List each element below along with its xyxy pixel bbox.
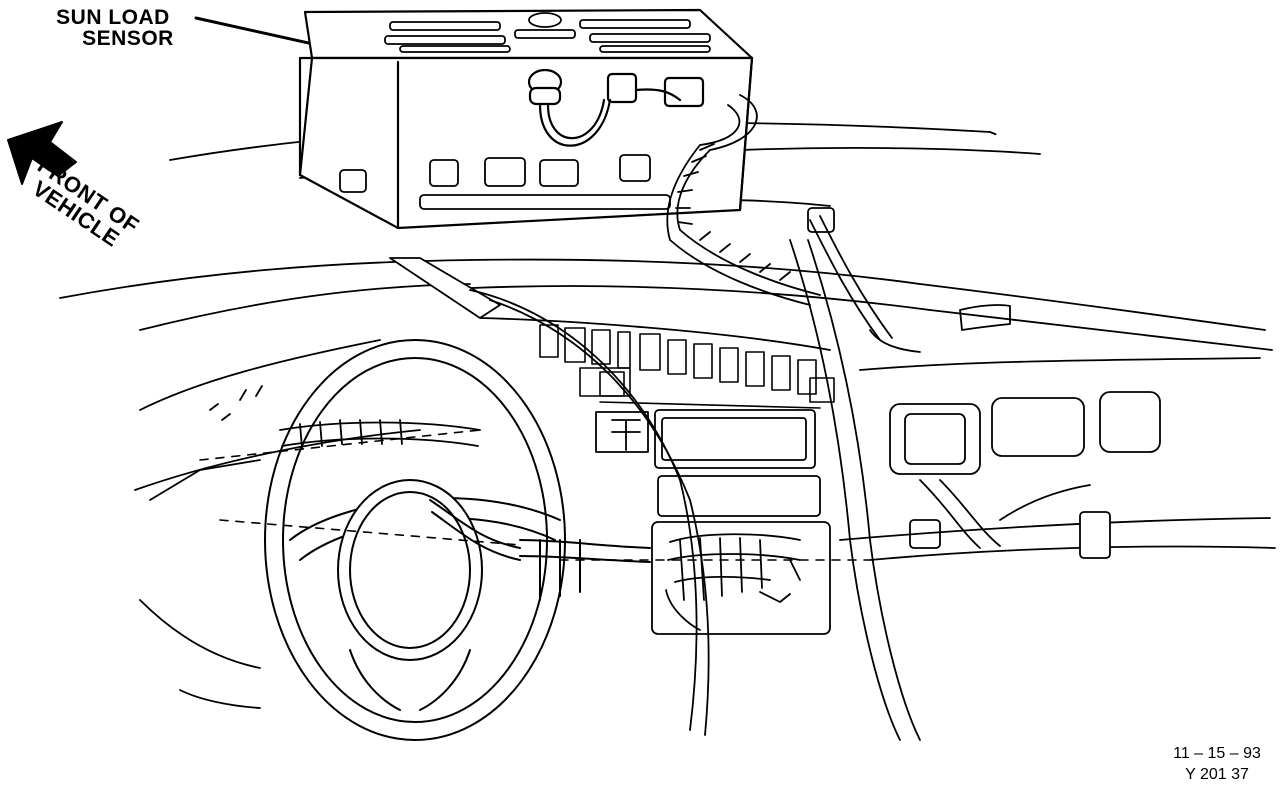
drawing-code-stamp: Y 201 37 xyxy=(1185,766,1249,783)
sensor-housing xyxy=(300,10,752,228)
instrument-cluster xyxy=(390,258,834,408)
steering-wheel xyxy=(265,340,650,740)
center-console xyxy=(596,410,830,634)
drawing-date-stamp: 11 – 15 – 93 xyxy=(1173,745,1261,762)
dashed-lines xyxy=(200,430,870,560)
sun-load-sensor-label-line1: SUN LOAD xyxy=(56,6,170,29)
dash-right xyxy=(840,305,1275,560)
front-arrow-icon xyxy=(8,122,76,184)
wire-harness-right xyxy=(667,95,920,352)
sun-load-sensor-label: SUN LOAD SENSOR xyxy=(18,7,208,49)
sun-load-sensor-label-line2: SENSOR xyxy=(82,27,174,50)
trim-curves xyxy=(470,240,920,740)
